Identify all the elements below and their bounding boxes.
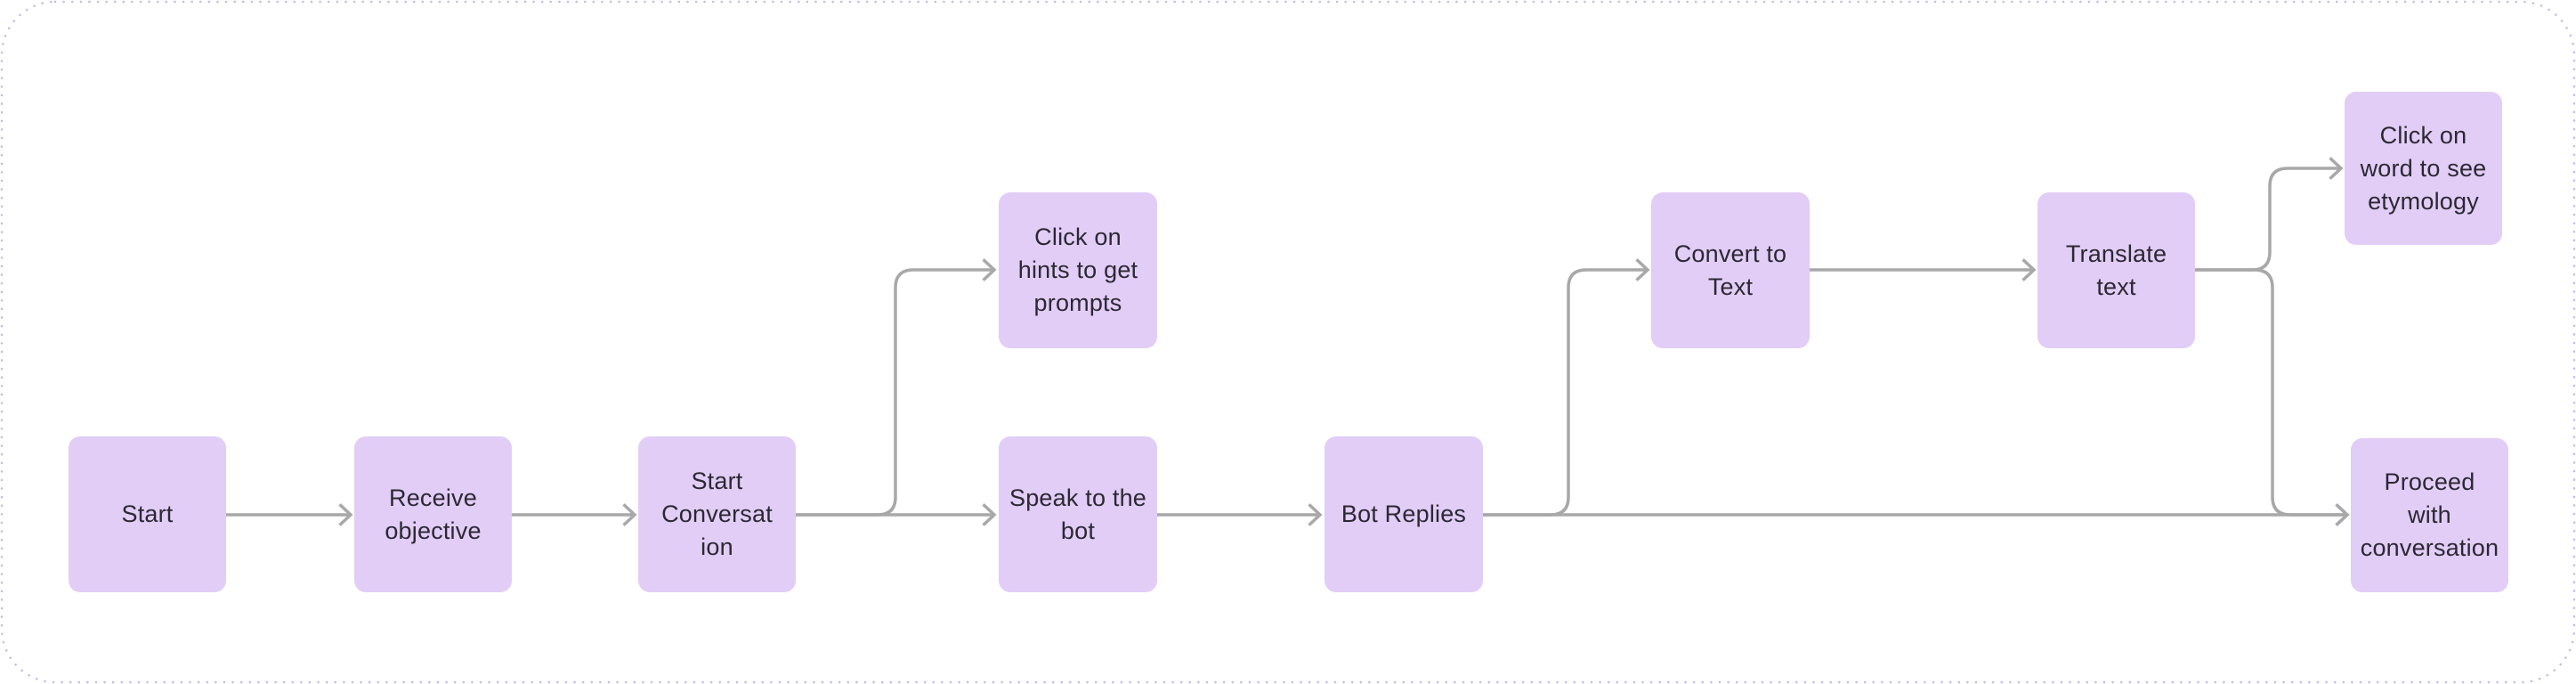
arrowhead-icon — [982, 503, 997, 526]
node-click-hints[interactable]: Click on hints to get prompts — [999, 192, 1157, 348]
edge-start-conversation-to-click-hints — [796, 258, 997, 517]
node-start-conversation[interactable]: Start Conversat ion — [638, 436, 796, 592]
node-receive-objective[interactable]: Receive objective — [354, 436, 512, 592]
edge-bot-replies-to-proceed-conversation — [1483, 503, 2350, 526]
node-bot-replies[interactable]: Bot Replies — [1324, 436, 1483, 592]
edge-translate-text-to-proceed-conversation — [2195, 268, 2350, 526]
node-convert-to-text[interactable]: Convert to Text — [1651, 192, 1810, 348]
arrowhead-icon — [2335, 503, 2350, 526]
node-label: Bot Replies — [1341, 501, 1467, 527]
edge-receive-objective-to-start-conversation — [512, 503, 637, 526]
node-label: Translate text — [2065, 240, 2167, 300]
edge-start-conversation-to-speak-to-the-bot — [796, 503, 997, 526]
edge-start-to-receive-objective — [226, 503, 353, 526]
arrowhead-icon — [2335, 503, 2350, 526]
node-label: Start — [121, 501, 174, 527]
node-label: Start Conversat ion — [661, 468, 773, 560]
arrowhead-icon — [622, 503, 637, 526]
node-label: Click on word to see etymology — [2360, 121, 2487, 215]
node-label: Click on hints to get prompts — [1017, 224, 1138, 316]
arrowhead-icon — [982, 258, 997, 281]
arrowhead-icon — [2021, 258, 2037, 281]
node-translate-text[interactable]: Translate text — [2037, 192, 2195, 348]
node-start[interactable]: Start — [69, 436, 226, 592]
edge-bot-replies-to-convert-to-text — [1483, 258, 1650, 517]
edge-translate-text-to-click-word-etymology — [2195, 157, 2344, 272]
node-label: Receive objective — [385, 484, 482, 544]
arrowhead-icon — [2329, 157, 2344, 180]
node-label: Convert to Text — [1673, 240, 1787, 300]
arrowhead-icon — [1308, 503, 1323, 526]
node-click-word-etymology[interactable]: Click on word to see etymology — [2345, 92, 2502, 245]
arrowhead-icon — [338, 503, 353, 526]
node-speak-to-the-bot[interactable]: Speak to the bot — [999, 436, 1157, 592]
node-label: Proceed with conversation — [2360, 468, 2499, 561]
node-label: Speak to the bot — [1009, 484, 1146, 544]
arrowhead-icon — [1635, 258, 1650, 281]
edge-convert-to-text-to-translate-text — [1810, 258, 2037, 281]
edge-speak-to-the-bot-to-bot-replies — [1157, 503, 1323, 526]
node-proceed-conversation[interactable]: Proceed with conversation — [2351, 438, 2508, 592]
